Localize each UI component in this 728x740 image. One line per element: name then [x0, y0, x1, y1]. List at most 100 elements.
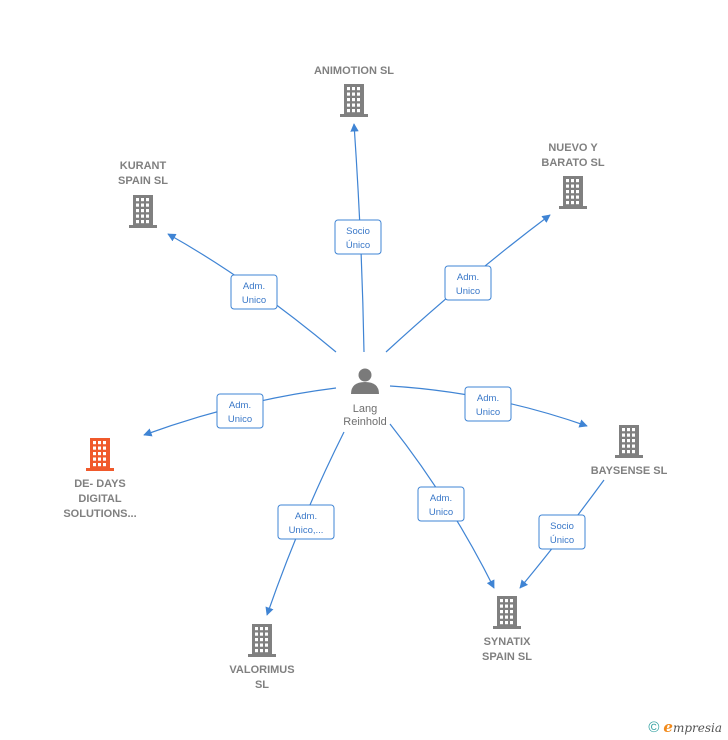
- building-window: [136, 198, 139, 202]
- building-window: [566, 184, 569, 188]
- building-window: [146, 209, 149, 213]
- company-name: SPAIN SL: [482, 651, 532, 663]
- building-window: [622, 439, 625, 443]
- brand-logo: empresia: [663, 718, 722, 736]
- relation-label-nuevo[interactable]: Adm.Unico: [444, 265, 492, 301]
- person-name: Reinhold: [343, 416, 386, 428]
- building-window: [260, 638, 263, 642]
- building-window: [136, 203, 139, 207]
- building-window: [265, 643, 268, 647]
- building-window: [93, 446, 96, 450]
- relation-label-box: [230, 274, 278, 310]
- building-window: [505, 615, 508, 619]
- company-name: VALORIMUS: [229, 664, 294, 676]
- building-icon: [248, 624, 276, 657]
- building-base: [129, 225, 157, 228]
- building-window: [136, 214, 139, 218]
- company-name: DIGITAL: [78, 493, 121, 505]
- building-window: [500, 610, 503, 614]
- building-window: [347, 103, 350, 107]
- relation-label-box: [277, 504, 335, 540]
- relation-label-text: Adm.: [295, 511, 317, 522]
- building-window: [627, 450, 630, 454]
- building-window: [505, 604, 508, 608]
- company-node-dedays[interactable]: DE- DAYSDIGITALSOLUTIONS...: [63, 438, 137, 520]
- building-window: [352, 98, 355, 102]
- building-window: [103, 446, 106, 450]
- relation-label-synatix[interactable]: Adm.Unico: [417, 486, 465, 522]
- relation-label-text: Unico: [429, 507, 453, 518]
- relation-label-text: Adm.: [243, 281, 265, 292]
- building-window: [576, 179, 579, 183]
- relation-label-box: [444, 265, 492, 301]
- relation-label-box: [464, 386, 512, 422]
- relation-label-baysense[interactable]: Adm.Unico: [464, 386, 512, 422]
- relation-label-box: [334, 219, 382, 255]
- building-window: [571, 184, 574, 188]
- building-base: [340, 114, 368, 117]
- building-window: [571, 179, 574, 183]
- building-window: [255, 638, 258, 642]
- building-window: [622, 444, 625, 448]
- relation-label-box: [538, 514, 586, 550]
- relation-label-kurant[interactable]: Adm. Unico: [230, 274, 278, 310]
- building-window: [141, 214, 144, 218]
- building-window: [265, 649, 268, 653]
- building-window: [632, 439, 635, 443]
- building-window: [566, 201, 569, 205]
- building-window: [347, 87, 350, 91]
- building-window: [141, 220, 144, 224]
- company-name: DE- DAYS: [74, 478, 126, 490]
- building-window: [566, 195, 569, 199]
- building-window: [93, 452, 96, 456]
- relation-label-dedays[interactable]: Adm.Unico: [216, 393, 264, 429]
- building-window: [347, 92, 350, 96]
- company-name: BARATO SL: [541, 157, 604, 169]
- relation-label-text: Unico: [242, 295, 266, 306]
- relation-label-text: Adm.: [229, 400, 251, 411]
- building-window: [632, 450, 635, 454]
- building-window: [255, 632, 258, 636]
- building-icon: [340, 84, 368, 117]
- building-window: [255, 627, 258, 631]
- relation-label-text: Unico,...: [289, 525, 324, 536]
- building-window: [352, 109, 355, 113]
- building-window: [500, 604, 503, 608]
- building-window: [505, 621, 508, 625]
- company-node-baysense[interactable]: BAYSENSE SL: [591, 425, 668, 477]
- company-node-animotion[interactable]: ANIMOTION SL: [314, 65, 394, 117]
- building-window: [357, 98, 360, 102]
- building-window: [260, 649, 263, 653]
- building-icon: [615, 425, 643, 458]
- building-window: [566, 190, 569, 194]
- building-window: [576, 201, 579, 205]
- person-head: [358, 368, 372, 382]
- building-window: [260, 643, 263, 647]
- building-window: [260, 632, 263, 636]
- building-window: [352, 103, 355, 107]
- building-base: [86, 468, 114, 471]
- building-window: [627, 433, 630, 437]
- relation-label-valorimus[interactable]: Adm. Unico,...: [277, 504, 335, 540]
- building-window: [627, 444, 630, 448]
- building-window: [265, 632, 268, 636]
- building-window: [98, 446, 101, 450]
- relation-label-text: Socio: [346, 226, 370, 237]
- building-window: [622, 433, 625, 437]
- building-window: [505, 599, 508, 603]
- building-window: [357, 109, 360, 113]
- building-window: [500, 621, 503, 625]
- relation-label-text: Socio: [550, 521, 574, 532]
- building-window: [357, 103, 360, 107]
- relation-label-text: Unico: [476, 407, 500, 418]
- building-window: [622, 450, 625, 454]
- building-window: [576, 190, 579, 194]
- building-window: [510, 615, 513, 619]
